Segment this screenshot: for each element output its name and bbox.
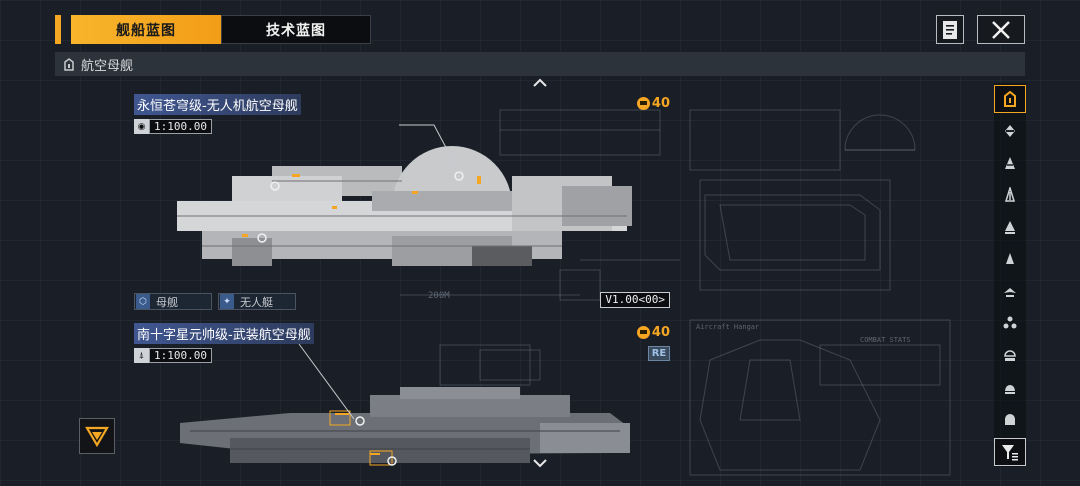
ship-cost-value: 40 [651,96,670,111]
sidebar-item-corvette[interactable] [994,245,1026,273]
cruiser-icon [1005,157,1015,169]
ship-model-image [180,387,630,466]
blueprint-label: Aircraft Hangar [696,323,760,331]
tag-mothership: ⬡ 母舰 [134,293,212,310]
mothership-icon [1004,350,1016,361]
close-icon [992,20,1010,39]
emblem-button[interactable] [79,418,115,454]
ship-card[interactable]: 南十字星元帅级-武装航空母舰 40 RE ⍋ 1:100.00 [134,323,674,483]
scale-indicator: ◉ 1:100.00 [134,119,674,134]
station-icon [1005,414,1015,425]
drone-icon [1003,316,1017,329]
category-header: 航空母舰 [55,52,1025,76]
scale-indicator: ⍋ 1:100.00 [134,348,674,363]
scroll-up-chevron-icon[interactable] [532,78,548,88]
ship-name: 永恒苍穹级-无人机航空母舰 [134,94,301,115]
ship-cost: 40 [636,325,670,340]
document-icon [943,20,957,39]
ship-tags: ⬡ 母舰 ✦ 无人艇 [134,293,296,310]
blueprint-coin-icon [636,97,650,110]
carrier-icon [1004,91,1016,107]
drone-icon: ✦ [220,294,234,309]
ship-card[interactable]: 永恒苍穹级-无人机航空母舰 40 ◉ 1:100.00 [134,94,674,312]
sidebar-item-mothership[interactable] [994,341,1026,369]
tab-bar: 舰船蓝图 技术蓝图 [55,15,371,44]
tab-tech-blueprints[interactable]: 技术蓝图 [221,15,371,44]
version-label: V1.00<00> [600,292,670,308]
sidebar-item-destroyer[interactable] [994,181,1026,209]
tag-drone: ✦ 无人艇 [218,293,296,310]
faction-emblem-icon [85,426,109,447]
sidebar-item-frigate[interactable] [994,213,1026,241]
category-label: 航空母舰 [81,58,134,74]
sidebar-item-drone[interactable] [994,309,1026,337]
frigate-icon [1005,221,1015,234]
scale-value: 1:100.00 [149,348,212,363]
carrier-icon [64,57,74,71]
scroll-down-chevron-icon[interactable] [532,458,548,468]
blueprint-coin-icon [636,326,650,339]
mothership-icon: ⬡ [136,294,150,309]
ship-cost: 40 [636,96,670,111]
tab-ship-blueprints[interactable]: 舰船蓝图 [71,15,221,44]
corvette-icon [1006,253,1014,264]
carrier-icon: ⍋ [134,348,149,363]
fighter-icon [1004,288,1016,297]
scale-value: 1:100.00 [149,119,212,134]
re-badge: RE [648,346,670,361]
ship-model-image [177,146,632,266]
blueprint-label: COMBAT STATS [860,336,911,344]
scale-bar-label: 200M [428,291,450,301]
filter-icon [1002,445,1018,461]
sidebar-item-cruiser[interactable] [994,149,1026,177]
ship-cost-value: 40 [651,325,670,340]
sidebar-item-fighter[interactable] [994,277,1026,305]
sidebar-item-station[interactable] [994,405,1026,433]
sidebar-item-support[interactable] [994,373,1026,401]
ship-name: 南十字星元帅级-武装航空母舰 [134,323,314,344]
support-icon [1005,385,1015,394]
tab-accent-bar [55,15,61,44]
callout-line [298,343,355,420]
notes-button[interactable] [936,15,964,44]
filter-button[interactable] [994,438,1026,466]
sidebar-item-battlecruiser[interactable] [994,117,1026,145]
close-button[interactable] [977,15,1025,44]
mothership-icon: ◉ [134,119,149,134]
battlecruiser-icon [1005,125,1015,137]
callout-line [399,124,460,173]
destroyer-icon [1004,187,1016,202]
sidebar-item-carrier[interactable] [994,85,1026,113]
ship-type-sidebar [994,83,1026,467]
